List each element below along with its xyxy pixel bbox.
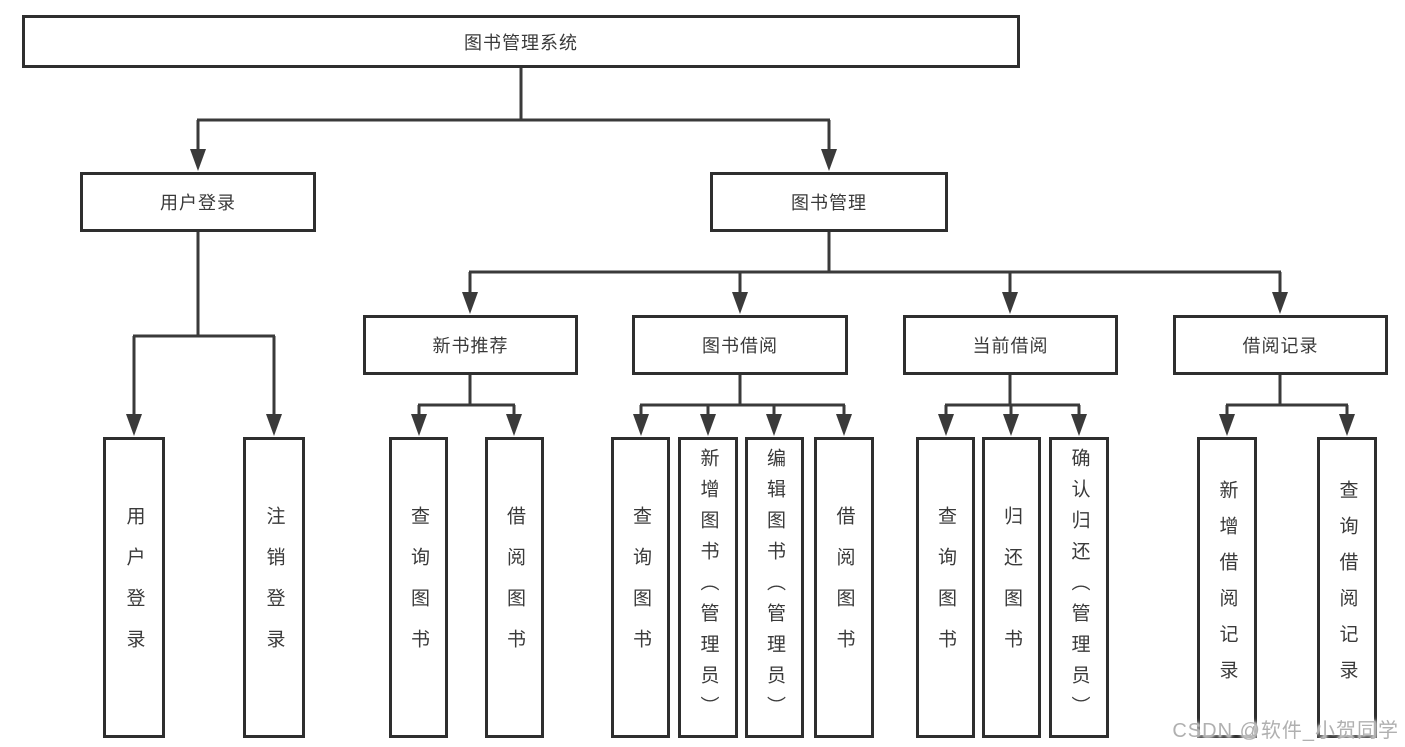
node-root-label: 图书管理系统 (464, 32, 578, 53)
leaf-add-books-admin-label: 新增图书（管理员） (697, 448, 719, 727)
arrowheads (126, 149, 1355, 436)
leaf-current-query-books: 查询图书 (916, 437, 975, 738)
connector-root-to-level2 (196, 68, 831, 152)
leaf-query-borrow-record-label: 查询借阅记录 (1336, 479, 1358, 696)
leaf-borrow-query-books: 查询图书 (611, 437, 670, 738)
connector-newbook-to-leaves (417, 375, 516, 418)
connector-bookborrow-to-leaves (639, 375, 846, 418)
node-book-borrowing: 图书借阅 (632, 315, 848, 375)
leaf-edit-books-admin-label: 编辑图书（管理员） (764, 448, 785, 727)
node-user-login-group-label: 用户登录 (160, 193, 236, 213)
leaf-return-books-label: 归还图书 (1001, 505, 1022, 670)
leaf-query-borrow-record: 查询借阅记录 (1317, 437, 1377, 738)
node-current-borrowing-label: 当前借阅 (972, 336, 1049, 356)
csdn-watermark: CSDN @软件_小贺同学 (1172, 720, 1399, 742)
leaf-user-login-label: 用户登录 (123, 505, 145, 670)
leaf-add-books-admin: 新增图书（管理员） (678, 437, 738, 738)
leaf-newbook-query-books: 查询图书 (389, 437, 448, 738)
leaf-confirm-return-admin: 确认归还（管理员） (1049, 437, 1109, 738)
node-user-login-group: 用户登录 (80, 172, 316, 232)
connector-bookmgmt-to-level3 (468, 232, 1282, 296)
leaf-borrow-books-label: 借阅图书 (833, 505, 855, 670)
node-current-borrowing: 当前借阅 (903, 315, 1118, 375)
leaf-borrow-books: 借阅图书 (814, 437, 874, 738)
leaf-return-books: 归还图书 (982, 437, 1041, 738)
node-borrowing-records: 借阅记录 (1173, 315, 1388, 375)
connector-login-to-leaves (132, 232, 276, 417)
leaf-confirm-return-admin-label: 确认归还（管理员） (1068, 448, 1090, 727)
connector-currentborrow-to-leaves (944, 375, 1081, 418)
connector-records-to-leaves (1225, 375, 1349, 418)
node-book-borrowing-label: 图书借阅 (702, 336, 778, 356)
leaf-edit-books-admin: 编辑图书（管理员） (745, 437, 804, 738)
node-book-management-label: 图书管理 (791, 193, 867, 213)
leaf-logout: 注销登录 (243, 437, 305, 738)
leaf-add-borrow-record: 新增借阅记录 (1197, 437, 1257, 738)
node-book-management: 图书管理 (710, 172, 948, 232)
leaf-user-login: 用户登录 (103, 437, 165, 738)
leaf-logout-label: 注销登录 (263, 505, 285, 670)
leaf-current-query-books-label: 查询图书 (935, 505, 956, 670)
node-new-book-recommend: 新书推荐 (363, 315, 578, 375)
leaf-add-borrow-record-label: 新增借阅记录 (1216, 479, 1238, 696)
leaf-newbook-borrow-books-label: 借阅图书 (504, 505, 525, 670)
leaf-newbook-query-books-label: 查询图书 (408, 505, 429, 670)
node-root: 图书管理系统 (22, 15, 1020, 68)
node-new-book-recommend-label: 新书推荐 (432, 336, 509, 356)
leaf-newbook-borrow-books: 借阅图书 (485, 437, 544, 738)
node-borrowing-records-label: 借阅记录 (1242, 336, 1319, 356)
leaf-borrow-query-books-label: 查询图书 (630, 505, 651, 670)
